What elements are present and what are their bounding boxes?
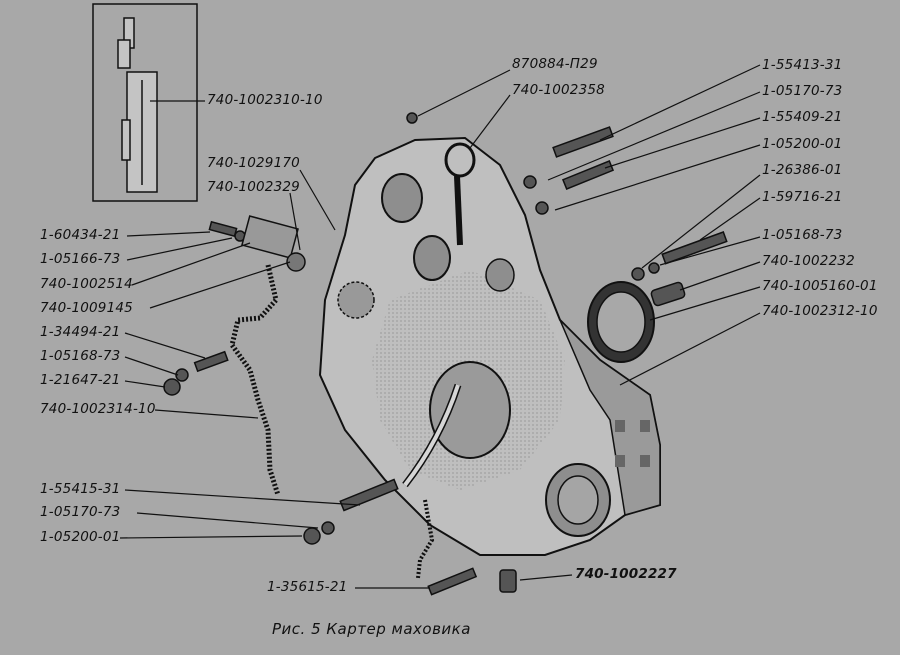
label-inset-part: 740-1002310-10 xyxy=(207,92,323,108)
gasket-left-outline xyxy=(229,264,281,496)
label-stud-left: 1-34494-21 xyxy=(40,324,121,340)
label-bushing: 740-1002232 xyxy=(762,253,855,269)
label-cover-gasket: 740-1009145 xyxy=(40,300,133,316)
label-bolt-bottom: 1-55415-31 xyxy=(40,481,121,497)
label-washer-left: 1-05166-73 xyxy=(40,251,121,267)
label-washer-b1: 1-05200-01 xyxy=(762,136,843,152)
fasteners xyxy=(163,112,728,596)
label-plug-top: 870884-П29 xyxy=(512,56,598,72)
label-washer-bottom1: 1-05170-73 xyxy=(40,504,121,520)
label-bolt-c: 1-59716-21 xyxy=(762,189,843,205)
flywheel-housing xyxy=(318,136,661,556)
label-washer-left2: 1-05168-73 xyxy=(40,348,121,364)
label-stud-bottom: 1-35615-21 xyxy=(267,579,348,595)
label-sleeve: 740-1002329 xyxy=(207,179,300,195)
label-gasket-left: 740-1002314-10 xyxy=(40,401,156,417)
label-seal: 740-1005160-01 xyxy=(762,278,878,294)
label-washer-a1: 1-05170-73 xyxy=(762,83,843,99)
label-nut-c: 1-26386-01 xyxy=(762,162,843,178)
label-bolt-left: 1-60434-21 xyxy=(40,227,121,243)
label-washer-bottom2: 1-05200-01 xyxy=(40,529,121,545)
leader-lines xyxy=(119,64,761,589)
inset-part-drawing xyxy=(117,17,158,193)
label-sensor: 740-1029170 xyxy=(207,155,300,171)
label-bolt-a: 1-55413-31 xyxy=(762,57,843,73)
label-bolt-b: 1-55409-21 xyxy=(762,109,843,125)
label-plug-bottom: 740-1002227 xyxy=(575,566,677,582)
label-washer-c: 1-05168-73 xyxy=(762,227,843,243)
label-eye-bolt: 740-1002358 xyxy=(512,82,605,98)
label-nut-left: 1-21647-21 xyxy=(40,372,121,388)
gasket-bottom-outline xyxy=(416,499,435,579)
label-cover-plate: 740-1002514 xyxy=(40,276,133,292)
inset-frame xyxy=(92,3,198,202)
label-housing: 740-1002312-10 xyxy=(762,303,878,319)
seal-ring xyxy=(587,281,655,363)
figure-caption: Рис. 5 Картер маховика xyxy=(272,620,471,638)
